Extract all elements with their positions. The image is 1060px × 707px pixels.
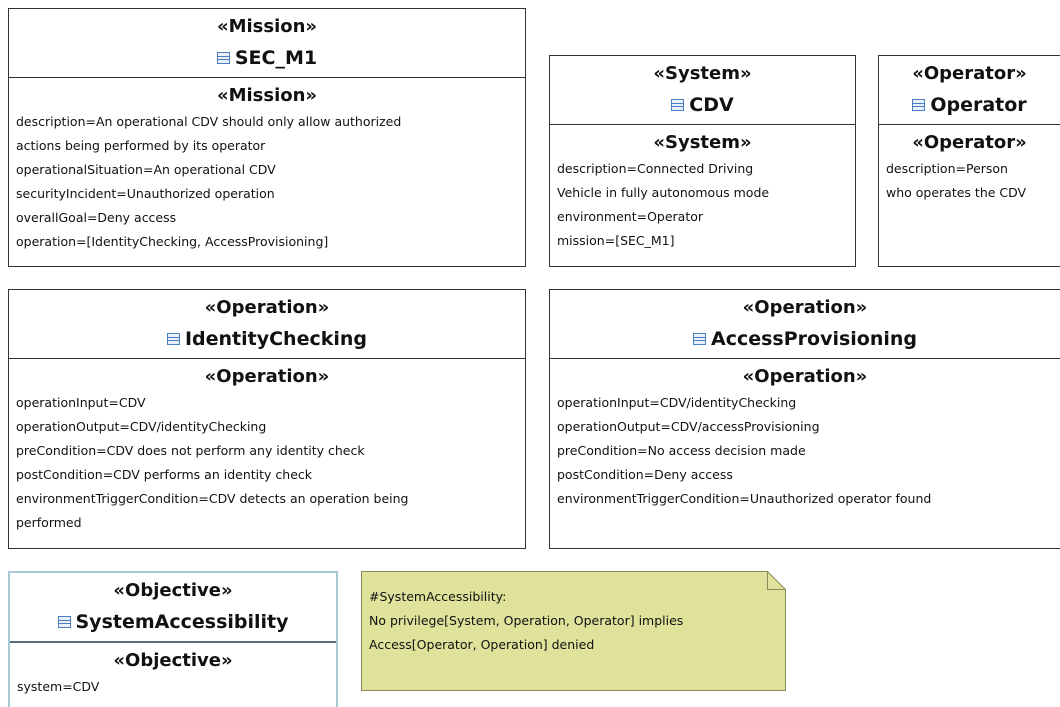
access-provisioning-properties: operationInput=CDV/identityChecking oper… xyxy=(550,391,1060,511)
property-line: environment=Operator xyxy=(557,209,704,224)
objective-header: «Objective» SystemAccessibility xyxy=(10,573,336,641)
identity-checking-properties: operationInput=CDV operationOutput=CDV/i… xyxy=(9,391,525,535)
mission-properties: description=An operational CDV should on… xyxy=(9,110,525,254)
property-line: operationInput=CDV/identityChecking xyxy=(557,395,797,410)
property-line: mission=[SEC_M1] xyxy=(557,233,675,248)
identity-checking-compartment-stereotype: «Operation» xyxy=(204,366,330,387)
identity-checking-stereotype: «Operation» xyxy=(204,297,330,318)
property-line: preCondition=No access decision made xyxy=(557,443,806,458)
note-line: Access[Operator, Operation] denied xyxy=(369,637,595,652)
property-line: Vehicle in fully autonomous mode xyxy=(557,185,770,200)
access-provisioning-compartment-stereotype: «Operation» xyxy=(742,366,868,387)
property-line: operation=[IdentityChecking, AccessProvi… xyxy=(16,234,329,249)
note-shape xyxy=(361,571,786,691)
identity-checking-block[interactable]: «Operation» IdentityChecking «Operation»… xyxy=(8,289,526,549)
identity-checking-name: IdentityChecking xyxy=(184,328,368,350)
mission-stereotype: «Mission» xyxy=(216,16,318,37)
property-line: preCondition=CDV does not perform any id… xyxy=(16,443,365,458)
objective-block[interactable]: «Objective» SystemAccessibility «Objecti… xyxy=(8,571,338,707)
property-line: performed xyxy=(16,515,82,530)
objective-name-row: SystemAccessibility xyxy=(10,603,336,641)
system-compartment-stereotype: «System» xyxy=(653,132,752,153)
property-line: description=Connected Driving xyxy=(557,161,754,176)
system-stereotype: «System» xyxy=(653,63,752,84)
system-header: «System» CDV xyxy=(550,56,855,124)
operator-stereotype: «Operator» xyxy=(912,63,1027,84)
block-icon xyxy=(166,333,180,345)
access-provisioning-stereotype: «Operation» xyxy=(742,297,868,318)
mission-name-row: SEC_M1 xyxy=(9,39,525,77)
objective-stereotype: «Objective» xyxy=(113,580,233,601)
property-line: operationalSituation=An operational CDV xyxy=(16,162,276,177)
mission-block[interactable]: «Mission» SEC_M1 «Mission» description=A… xyxy=(8,8,526,267)
property-line: description=Person xyxy=(886,161,1008,176)
identity-checking-name-row: IdentityChecking xyxy=(9,320,525,358)
access-provisioning-block[interactable]: «Operation» AccessProvisioning «Operatio… xyxy=(549,289,1060,549)
block-icon xyxy=(57,616,71,628)
operator-name: Operator xyxy=(930,94,1027,116)
block-icon xyxy=(912,99,926,111)
property-line: postCondition=Deny access xyxy=(557,467,733,482)
system-properties: description=Connected Driving Vehicle in… xyxy=(550,157,855,253)
access-provisioning-name-row: AccessProvisioning xyxy=(550,320,1060,358)
property-line: actions being performed by its operator xyxy=(16,138,266,153)
objective-compartment-stereotype: «Objective» xyxy=(113,650,233,671)
property-line: overallGoal=Deny access xyxy=(16,210,177,225)
system-block[interactable]: «System» CDV «System» description=Connec… xyxy=(549,55,856,267)
operator-name-row: Operator xyxy=(879,86,1060,124)
objective-divider xyxy=(10,641,336,643)
mission-divider xyxy=(9,77,525,78)
property-line: description=An operational CDV should on… xyxy=(16,114,402,129)
operator-divider xyxy=(879,124,1060,125)
access-provisioning-name: AccessProvisioning xyxy=(710,328,918,350)
system-name-row: CDV xyxy=(550,86,855,124)
system-name: CDV xyxy=(689,94,734,116)
note-text: #SystemAccessibility: No privilege[Syste… xyxy=(369,585,683,657)
identity-checking-divider xyxy=(9,358,525,359)
property-line: environmentTriggerCondition=Unauthorized… xyxy=(557,491,932,506)
objective-name: SystemAccessibility xyxy=(75,611,289,633)
property-line: system=CDV xyxy=(17,679,100,694)
note-line: No privilege[System, Operation, Operator… xyxy=(369,613,684,628)
mission-header: «Mission» SEC_M1 xyxy=(9,9,525,77)
note-line: #SystemAccessibility: xyxy=(369,589,507,604)
operator-properties: description=Person who operates the CDV xyxy=(879,157,1060,205)
block-icon xyxy=(216,52,230,64)
access-provisioning-header: «Operation» AccessProvisioning xyxy=(550,290,1060,358)
system-divider xyxy=(550,124,855,125)
property-line: postCondition=CDV performs an identity c… xyxy=(16,467,312,482)
property-line: securityIncident=Unauthorized operation xyxy=(16,186,275,201)
property-line: who operates the CDV xyxy=(886,185,1027,200)
identity-checking-header: «Operation» IdentityChecking xyxy=(9,290,525,358)
constraint-note[interactable]: #SystemAccessibility: No privilege[Syste… xyxy=(361,571,786,691)
operator-compartment-stereotype: «Operator» xyxy=(912,132,1027,153)
block-icon xyxy=(671,99,685,111)
property-line: environmentTriggerCondition=CDV detects … xyxy=(16,491,409,506)
access-provisioning-divider xyxy=(550,358,1060,359)
objective-properties: system=CDV xyxy=(10,675,336,699)
mission-name: SEC_M1 xyxy=(234,47,318,69)
mission-compartment-stereotype: «Mission» xyxy=(216,85,318,106)
property-line: operationInput=CDV xyxy=(16,395,146,410)
operator-block[interactable]: «Operator» Operator «Operator» descripti… xyxy=(878,55,1060,267)
block-icon xyxy=(692,333,706,345)
operator-header: «Operator» Operator xyxy=(879,56,1060,124)
property-line: operationOutput=CDV/identityChecking xyxy=(16,419,267,434)
property-line: operationOutput=CDV/accessProvisioning xyxy=(557,419,820,434)
